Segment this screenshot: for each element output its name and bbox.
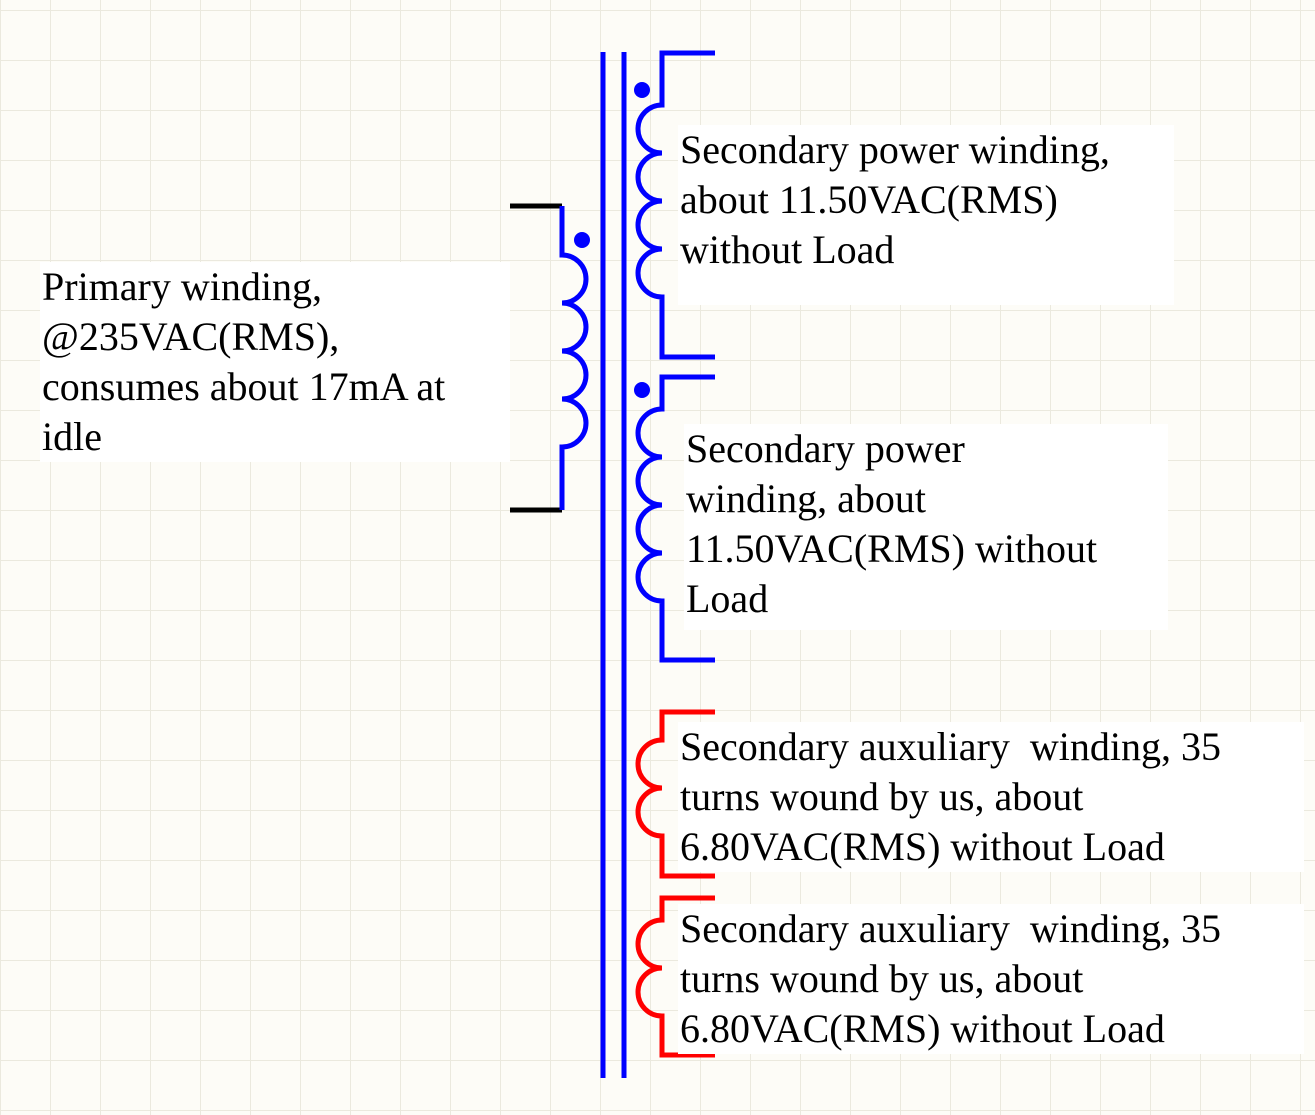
secondary-2-label-line: Load bbox=[686, 576, 769, 621]
primary-label-line: Primary winding, bbox=[42, 264, 322, 309]
auxiliary-1-label-line: turns wound by us, about bbox=[680, 774, 1084, 819]
auxiliary-winding-2 bbox=[635, 895, 715, 1058]
auxiliary-1-coil bbox=[635, 709, 715, 879]
secondary-winding-2-label: Secondary power winding, about 11.50VAC(… bbox=[684, 424, 1168, 630]
auxiliary-1-label-line: 6.80VAC(RMS) without Load bbox=[680, 824, 1165, 869]
auxiliary-winding-1-label: Secondary auxuliary winding, 35 turns wo… bbox=[678, 722, 1304, 872]
secondary-2-label-line: 11.50VAC(RMS) without bbox=[686, 526, 1098, 571]
secondary-1-label-line: Secondary power winding, bbox=[680, 127, 1110, 172]
secondary-2-polarity-dot bbox=[634, 382, 650, 398]
secondary-winding-1-label: Secondary power winding, about 11.50VAC(… bbox=[678, 125, 1174, 305]
secondary-1-coil bbox=[635, 50, 715, 360]
primary-label-line: consumes about 17mA at bbox=[42, 364, 446, 409]
secondary-2-label-line: Secondary power bbox=[686, 426, 965, 471]
primary-label-line: idle bbox=[42, 414, 102, 459]
secondary-1-label-line: without Load bbox=[680, 227, 895, 272]
auxiliary-winding-1 bbox=[635, 709, 715, 879]
auxiliary-winding-2-label: Secondary auxuliary winding, 35 turns wo… bbox=[678, 904, 1304, 1054]
secondary-2-coil bbox=[635, 374, 715, 663]
primary-coil bbox=[559, 206, 589, 510]
secondary-winding-1 bbox=[634, 50, 715, 360]
secondary-1-label-line: about 11.50VAC(RMS) bbox=[680, 177, 1058, 222]
secondary-1-polarity-dot bbox=[634, 82, 650, 98]
auxiliary-2-label-line: turns wound by us, about bbox=[680, 956, 1084, 1001]
auxiliary-1-label-line: Secondary auxuliary winding, 35 bbox=[680, 724, 1221, 769]
auxiliary-2-coil bbox=[635, 895, 715, 1058]
primary-winding bbox=[510, 203, 590, 513]
primary-winding-label: Primary winding, @235VAC(RMS), consumes … bbox=[40, 262, 510, 462]
primary-polarity-dot bbox=[574, 232, 590, 248]
primary-label-line: @235VAC(RMS), bbox=[42, 314, 340, 359]
secondary-winding-2 bbox=[634, 374, 715, 663]
secondary-2-label-line: winding, about bbox=[686, 476, 926, 521]
auxiliary-2-label-line: 6.80VAC(RMS) without Load bbox=[680, 1006, 1165, 1051]
auxiliary-2-label-line: Secondary auxuliary winding, 35 bbox=[680, 906, 1221, 951]
